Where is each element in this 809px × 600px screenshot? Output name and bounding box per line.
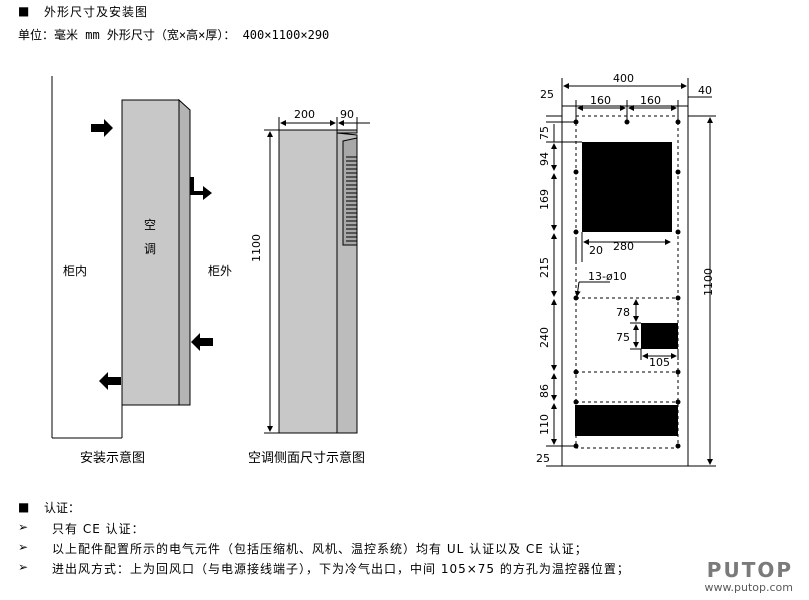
unit-label-2: 调 — [144, 242, 157, 256]
thermostat-hole — [641, 323, 678, 349]
side-body — [278, 129, 338, 434]
side-view-diagram — [264, 117, 370, 434]
port-h1-label: 78 — [616, 306, 630, 319]
mounting-holes — [573, 119, 681, 449]
unit-label-1: 空 — [144, 218, 157, 232]
holes-label: 13-ø10 — [588, 270, 627, 283]
cert-item-marker: ➢ — [18, 520, 29, 534]
port-h2-label: 75 — [616, 331, 630, 344]
cert-bullet: ■ — [18, 500, 30, 514]
offset-right-label: 160 — [640, 94, 661, 107]
dim-75-label: 75 — [538, 126, 551, 140]
air-up-arrow — [190, 177, 212, 200]
vent-grille — [346, 156, 357, 242]
watermark-url: www.putop.com — [704, 581, 793, 594]
inside-cabinet-label: 柜内 — [63, 264, 88, 278]
installation-diagram — [51, 76, 213, 439]
dim-240-label: 240 — [538, 327, 551, 348]
outside-cabinet-label: 柜外 — [208, 264, 233, 278]
install-caption: 安装示意图 — [80, 451, 146, 466]
dim-86-label: 86 — [538, 384, 551, 398]
air-left-arrow — [191, 333, 213, 351]
height-total-label: 1100 — [702, 268, 715, 296]
cert-item: 进出风方式：上为回风口（与电源接线端子），下为冷气出口，中间 105×75 的方… — [52, 562, 630, 576]
cold-air-outlet — [575, 405, 678, 436]
watermark-logo: PUTOP — [706, 558, 793, 582]
return-air-opening — [582, 142, 672, 232]
opening-inset-label: 20 — [589, 244, 603, 257]
depth-a-label: 200 — [294, 108, 315, 121]
dim-169-label: 169 — [538, 189, 551, 210]
cert-title: 认证： — [44, 501, 81, 515]
unit-line: 单位：毫米 mm 外形尺寸（宽×高×厚）： 400×1100×290 — [18, 28, 330, 42]
offset-left-label: 160 — [590, 94, 611, 107]
watermark: PUTOP www.putop.com — [700, 557, 797, 596]
top-margin-label: 25 — [540, 88, 554, 101]
ac-unit-side — [178, 98, 191, 406]
bottom-margin-label: 25 — [536, 452, 550, 465]
cert-item: 只有 CE 认证： — [52, 522, 145, 536]
width-total-label: 400 — [613, 72, 634, 85]
depth-b-label: 90 — [340, 108, 354, 121]
page-title: 外形尺寸及安装图 — [44, 5, 149, 19]
side-height-label: 1100 — [250, 234, 263, 262]
header-bullet: ■ — [18, 4, 30, 18]
opening-width-label: 280 — [613, 240, 634, 253]
cert-item: 以上配件配置所示的电气元件（包括压缩机、风机、温控系统）均有 UL 认证以及 C… — [52, 542, 588, 556]
side-caption: 空调侧面尺寸示意图 — [248, 451, 366, 466]
cert-item-marker: ➢ — [18, 560, 29, 574]
dim-110-label: 110 — [538, 414, 551, 435]
dim-94-label: 94 — [538, 152, 551, 166]
right-margin-label: 40 — [698, 84, 712, 97]
port-width-label: 105 — [649, 356, 670, 369]
dim-215-label: 215 — [538, 257, 551, 278]
air-in-arrow — [91, 119, 113, 137]
air-out-arrow — [99, 372, 121, 390]
panel-cutout-diagram — [546, 78, 716, 467]
cert-item-marker: ➢ — [18, 540, 29, 554]
